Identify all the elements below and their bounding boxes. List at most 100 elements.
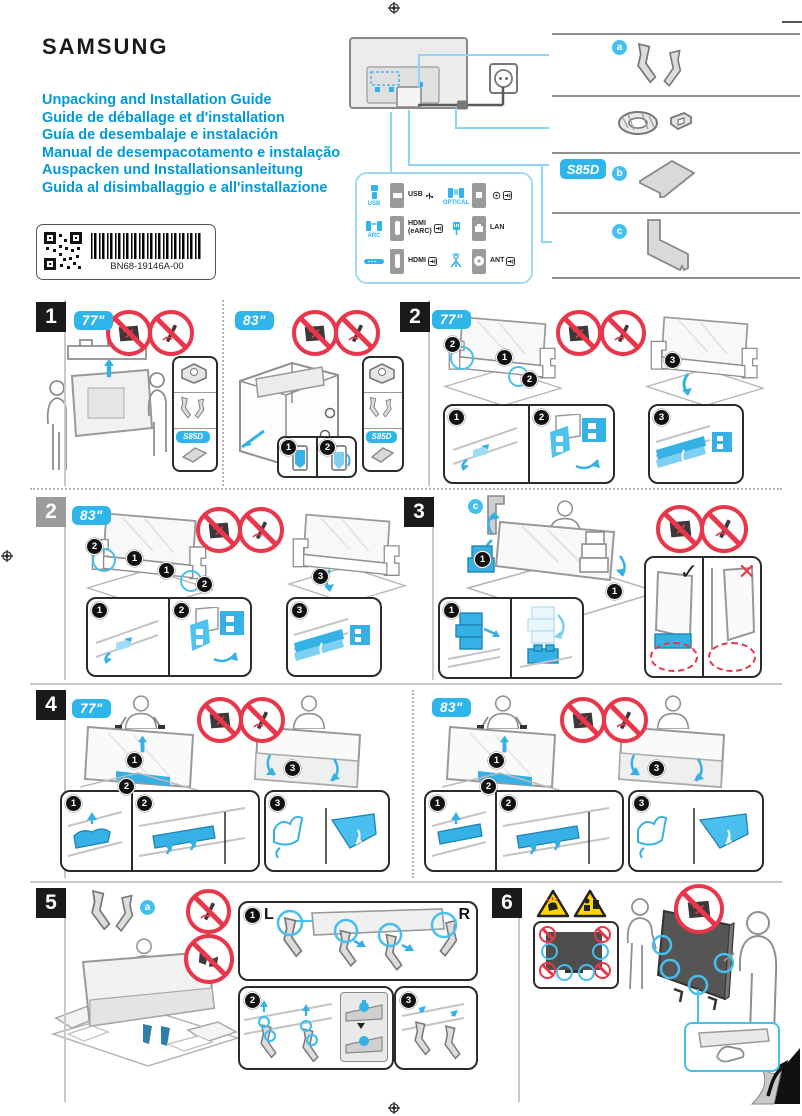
no-tilt-sign <box>334 310 380 356</box>
grip-point <box>541 943 558 960</box>
step-marker: 2 <box>173 602 190 619</box>
step-marker: 3 <box>312 568 329 585</box>
step-marker: 1 <box>126 752 143 769</box>
accessory-letter-b: b <box>612 166 627 181</box>
right-leg-label: R <box>458 906 470 923</box>
section-1-number: 1 <box>36 302 66 332</box>
part-label-box: BN68-19146A-00 <box>36 224 216 280</box>
detail-step-3: 3 <box>288 599 380 675</box>
title-it: Guida al disimballaggio e all'installazi… <box>42 179 328 196</box>
heavy-lift-warning-icon <box>573 889 607 919</box>
usb-port <box>390 182 404 208</box>
grip-points-diagram <box>535 923 617 987</box>
model-badge: S85D <box>176 430 210 443</box>
section-line <box>64 690 66 878</box>
callout-line <box>541 164 543 241</box>
out-symbol-icon <box>503 190 512 200</box>
in-symbol-icon <box>506 256 516 266</box>
title-en: Unpacking and Installation Guide <box>42 92 272 108</box>
crop-mark <box>782 21 802 23</box>
step-marker: 1 <box>496 349 513 366</box>
no-tilt-sign <box>148 310 194 356</box>
row-divider <box>30 488 782 490</box>
size-divider <box>222 300 224 486</box>
ant-port <box>472 248 486 274</box>
screw-cell: 2 <box>240 988 392 1068</box>
port-row-arc: ARC HDMI(eARC) <box>362 212 444 245</box>
accessory-divider <box>552 212 800 214</box>
lift-tv-illustration <box>46 339 167 470</box>
step-marker: 1 <box>280 439 297 456</box>
wrong-cell: ✕ <box>704 558 760 676</box>
cross-icon: ✕ <box>737 560 756 585</box>
cable-tie-icon <box>618 111 658 135</box>
stand-leg-icon <box>662 48 686 90</box>
wall-mount-box-icon <box>174 358 216 394</box>
remove-wrap-illustration <box>617 695 726 789</box>
detail-step-1: 1 <box>426 792 497 870</box>
registration-mark <box>388 1102 400 1114</box>
hdmi-port <box>390 248 404 274</box>
step-marker: 2 <box>533 409 550 426</box>
grip-hand-diagram <box>686 1024 778 1070</box>
soundbar-icon <box>362 255 386 268</box>
remove-wrap-illustration <box>253 695 362 789</box>
no-impact-sign <box>656 505 704 553</box>
usb-symbol-icon <box>425 192 433 199</box>
latch-highlight <box>92 548 116 572</box>
latch-steps-panel: 1 2 <box>277 436 357 478</box>
port-row-usb: USB USB <box>362 179 444 212</box>
section-line <box>518 888 520 1102</box>
accessory-divider <box>552 95 800 97</box>
qr-code-icon <box>43 231 83 271</box>
pinch-warning-icon <box>536 889 570 919</box>
screw-detail-inset <box>340 992 388 1062</box>
stand-leg-icon <box>632 42 658 86</box>
step-marker: 1 <box>448 409 465 426</box>
section-line <box>64 497 66 680</box>
latch-step-2: 2 <box>318 438 355 476</box>
no-tilt-sign <box>186 889 231 934</box>
title-fr: Guide de déballage et d'installation <box>42 109 285 126</box>
grip-point <box>592 943 609 960</box>
title-de: Auspacken und Installationsanleitung <box>42 162 304 178</box>
samsung-logo: SAMSUNG <box>42 34 169 59</box>
row-divider <box>30 881 782 883</box>
tv-back-diagram <box>349 37 518 110</box>
part-letter-a: a <box>140 900 155 915</box>
row-divider <box>30 683 782 685</box>
size-badge-77: 77" <box>432 310 471 329</box>
section-2-number-cont: 2 <box>36 497 66 527</box>
detail-panel-3: 3 <box>264 790 390 872</box>
size-badge-83: 83" <box>235 311 274 330</box>
step-marker: 3 <box>633 795 650 812</box>
step-marker: 1 <box>126 550 143 567</box>
no-grip-corner <box>594 962 611 979</box>
no-impact-sign <box>560 697 606 743</box>
size-badge-77: 77" <box>74 311 113 330</box>
step-marker: 1 <box>91 602 108 619</box>
size-divider <box>412 690 414 878</box>
stand-legs-mini-icon <box>364 393 402 429</box>
in-symbol-icon <box>433 223 443 233</box>
adhesive-pad-mini-icon <box>370 446 395 463</box>
cable-holder-icon <box>670 112 692 131</box>
registration-mark <box>1 550 13 562</box>
step-marker: 3 <box>653 409 670 426</box>
step-marker: 2 <box>480 778 497 795</box>
foam-remove-step: 1 <box>440 599 512 677</box>
no-grip-corner <box>594 926 611 943</box>
detail-step-1: 1 <box>62 792 133 870</box>
callout-line <box>418 54 549 56</box>
leg-final-cell: 3 <box>396 988 476 1068</box>
step-marker: 3 <box>648 760 665 777</box>
detail-panel-3: 3 <box>648 404 744 484</box>
step-marker: 1 <box>488 752 505 769</box>
callout-line <box>418 54 420 88</box>
title-pt: Manual de desempacotamento e instalação <box>42 144 341 161</box>
antenna-icon <box>444 252 468 270</box>
no-grip-corner <box>539 962 556 979</box>
grip-detail-inset <box>684 1022 780 1072</box>
optical-port <box>472 182 486 208</box>
detail-step-2: 2 <box>133 792 258 870</box>
